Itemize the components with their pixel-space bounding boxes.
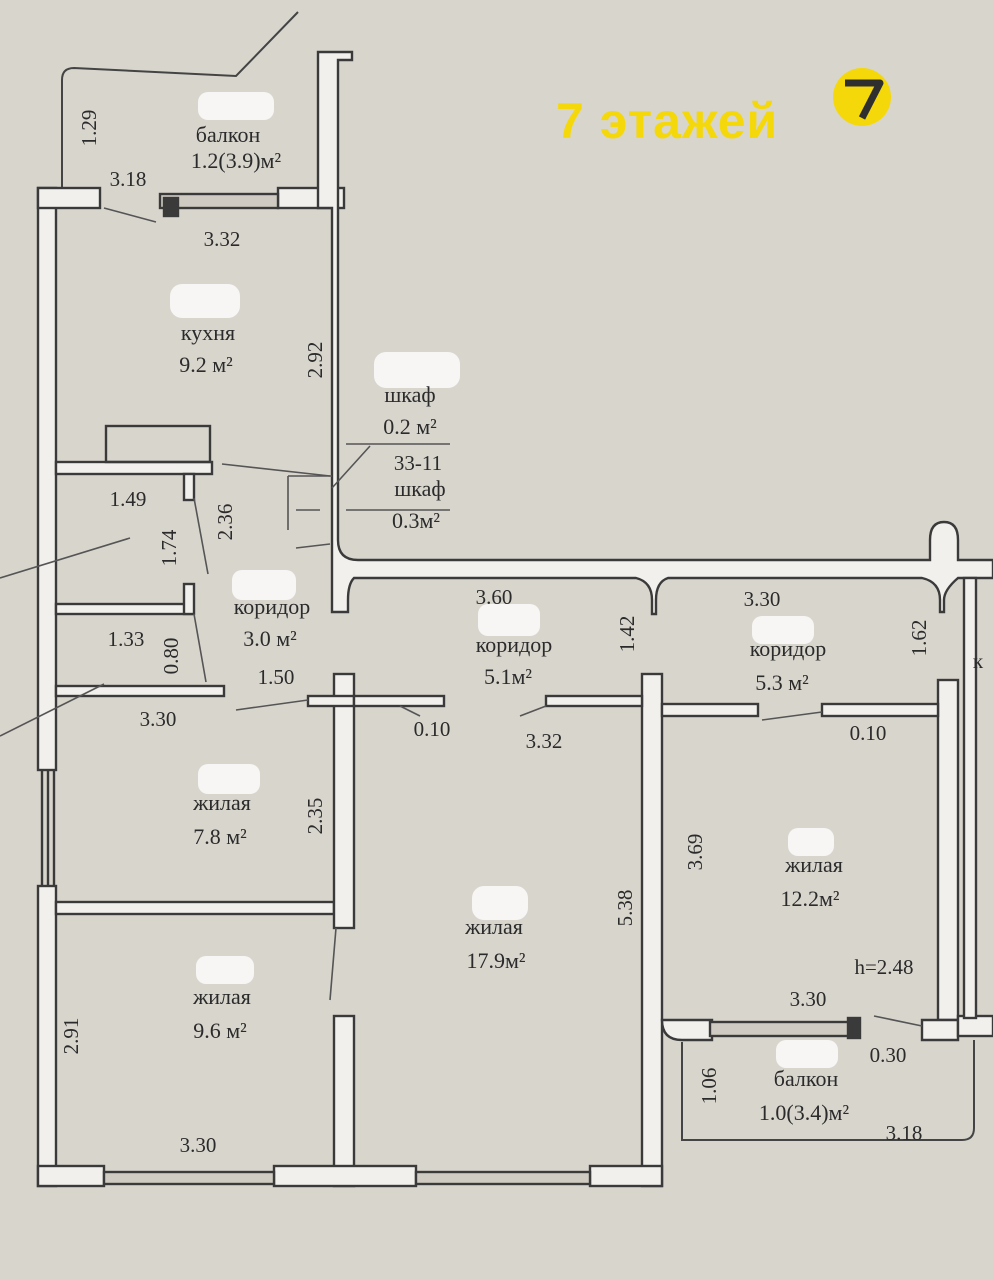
wall-living2-left-lower	[332, 1014, 356, 1188]
living-2-name: жилая	[464, 914, 523, 939]
dim-label: 0.80	[159, 638, 183, 675]
wall-c1-right	[306, 694, 356, 708]
dim-label: 1.06	[697, 1068, 721, 1105]
wall-central-spine	[316, 50, 993, 616]
dim-label: 3.32	[204, 227, 241, 251]
dim-label: 2.91	[59, 1018, 83, 1055]
blurred-patches	[170, 92, 838, 1068]
dim-label: 3.30	[140, 707, 177, 731]
kitchen-name: кухня	[181, 320, 235, 345]
wall-stub-1	[182, 472, 196, 502]
wall-bottom-1	[36, 1164, 106, 1188]
dim-label: 3.30	[790, 987, 827, 1011]
dim-label: к	[973, 649, 984, 673]
kitchen-counter	[104, 424, 212, 464]
brand-watermark: 7 этажей	[556, 93, 779, 149]
dim-label: 3.32	[526, 729, 563, 753]
balcony-bottom-area: 1.0(3.4)м²	[759, 1100, 850, 1125]
wall-left-upper	[36, 186, 58, 772]
dim-label: 3.60	[476, 585, 513, 609]
wall-c3-right	[820, 702, 940, 718]
dim-label: 2.92	[303, 342, 327, 379]
living-3-name: жилая	[784, 852, 843, 877]
wall-bottom-2	[272, 1164, 418, 1188]
dim-label: 1.62	[907, 620, 931, 657]
living-2-area: 17.9м²	[466, 948, 525, 973]
balcony-top-outline	[61, 11, 299, 188]
dim-label: 2.36	[213, 504, 237, 541]
logo-seven-mark	[845, 79, 884, 120]
corridor-3-area: 5.3 м²	[755, 670, 809, 695]
living-1-name: жилая	[192, 790, 251, 815]
closet-1-name: шкаф	[384, 382, 435, 407]
wall-corridor1-bottom	[54, 684, 226, 698]
door-post-kitchen	[162, 196, 180, 218]
dim-label: 1.74	[157, 529, 181, 566]
living-4-area: 9.6 м²	[193, 1018, 247, 1043]
wall-living1-bottom	[54, 900, 336, 916]
dim-label: 3.30	[180, 1133, 217, 1157]
dim-label: 1.42	[615, 616, 639, 653]
wall-living3-bottom-right	[920, 1018, 960, 1042]
corridor-2-area: 5.1м²	[484, 664, 532, 689]
living-3-area: 12.2м²	[780, 886, 839, 911]
wall-far-right	[962, 576, 978, 1020]
dim-label: 3.69	[683, 834, 707, 871]
balcony-bottom-outline	[681, 1040, 975, 1141]
balcony-top-area: 1.2(3.9)м²	[191, 148, 282, 173]
wall-kitchen-bottom	[54, 460, 214, 476]
closet-2-name: шкаф	[394, 476, 445, 501]
dim-label: 1.33	[108, 627, 145, 651]
walls	[36, 50, 993, 1188]
living-1-area: 7.8 м²	[193, 824, 247, 849]
corridor-2-name: коридор	[476, 632, 553, 657]
dim-label: 5.38	[613, 890, 637, 927]
wall-living2-left-upper	[332, 672, 356, 930]
corridor-1-name: коридор	[234, 594, 311, 619]
door-swings	[0, 207, 923, 1027]
living-4-name: жилая	[192, 984, 251, 1009]
dim-label: 1.49	[110, 487, 147, 511]
balcony-bottom-name: балкон	[774, 1066, 839, 1091]
closet-1-area: 0.2 м²	[383, 414, 437, 439]
door-post-balcony	[846, 1016, 862, 1040]
wall-stub-2	[182, 582, 196, 616]
dim-label: 3.18	[110, 167, 147, 191]
balcony-top-name: балкон	[196, 122, 261, 147]
dim-label: 33-11	[394, 451, 442, 475]
closet-2-area: 0.3м²	[392, 508, 440, 533]
brand-logo	[833, 68, 891, 126]
dim-label: 3.30	[744, 587, 781, 611]
dim-label: 2.35	[303, 798, 327, 835]
dim-label: h=2.48	[854, 955, 913, 979]
wall-living3-right	[936, 678, 960, 1022]
corridor-3-name: коридор	[750, 636, 827, 661]
wall-c3-left	[660, 702, 760, 718]
wall-c2-right	[544, 694, 644, 708]
wall-bottom-3	[588, 1164, 664, 1188]
kitchen-area: 9.2 м²	[179, 352, 233, 377]
window-living3	[708, 1020, 858, 1038]
dim-label: 1.29	[77, 110, 101, 147]
dim-label: 1.50	[258, 665, 295, 689]
dim-label: 3.18	[886, 1121, 923, 1145]
dim-label: 0.10	[850, 721, 887, 745]
window-living4	[102, 1170, 276, 1186]
dim-label: 0.30	[870, 1043, 907, 1067]
wall-living3-bottom-left	[660, 1018, 714, 1042]
dim-label: 0.10	[414, 717, 451, 741]
window-living2	[414, 1170, 592, 1186]
wall-left-lower	[36, 884, 58, 1188]
wall-c2-left	[352, 694, 446, 708]
corridor-1-area: 3.0 м²	[243, 626, 297, 651]
wall-living2-right	[640, 672, 664, 1188]
wall-top-left	[36, 186, 102, 210]
window-kitchen	[158, 192, 280, 210]
wall-closet-bottom	[54, 602, 194, 616]
